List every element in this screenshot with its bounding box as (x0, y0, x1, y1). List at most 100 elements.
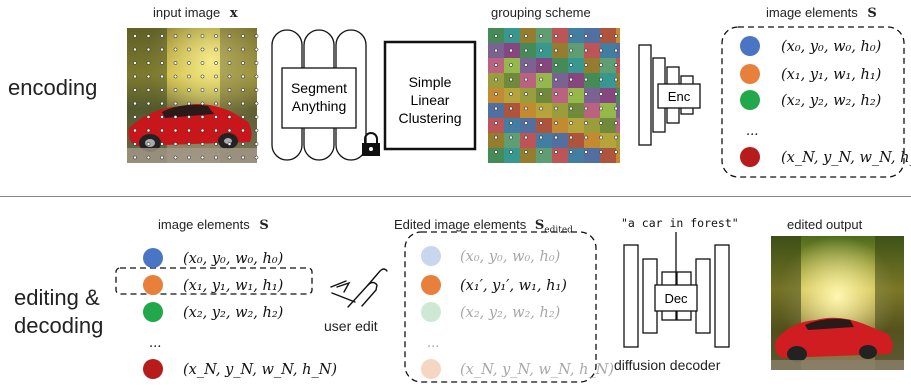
grid-point (599, 48, 603, 53)
top-element-label-0: (x₀, y₀, w₀, h₀) (781, 39, 881, 55)
input-symbol: x (229, 6, 238, 21)
grid-point (599, 77, 603, 82)
grid-point (614, 34, 618, 38)
superpixel (504, 118, 520, 133)
superpixel (520, 133, 536, 148)
superpixel (520, 28, 536, 43)
superpixel (520, 43, 536, 58)
edited-elements-box (404, 231, 597, 383)
enc-label: Enc (668, 89, 691, 104)
grid-point (584, 135, 588, 140)
grid-point (509, 92, 513, 96)
grid-point (539, 77, 543, 82)
row-label-decoding: decoding (14, 313, 104, 338)
caption-edited-output: edited output (787, 217, 863, 232)
grid-point (614, 92, 618, 96)
superpixel (568, 43, 584, 58)
edited-element-label-1: (x₁′, y₁′, w₁, h₁) (460, 278, 567, 294)
grid-point (524, 34, 528, 38)
grid-point (569, 77, 573, 82)
encoder-block (638, 44, 701, 146)
grid-point (599, 121, 603, 125)
top-element-label-1: (x₁, y₁, w₁, h₁) (781, 67, 881, 83)
grid-point (539, 92, 543, 96)
superpixel (504, 103, 520, 118)
grid-point (584, 77, 588, 82)
grouping-scheme-image (488, 28, 620, 163)
grid-point (509, 150, 513, 154)
edited-output-image (771, 236, 904, 370)
superpixel (584, 88, 600, 103)
superpixel (584, 133, 600, 148)
caption-image-elements-top: image elements S (766, 5, 877, 21)
superpixel (600, 43, 616, 58)
top-element-dot-0 (740, 36, 760, 56)
superpixel (584, 43, 600, 58)
grid-point (599, 135, 603, 140)
grid-point (554, 92, 558, 96)
grid-point (524, 106, 528, 111)
bottom-element-dot-2 (143, 302, 163, 322)
grid-point (494, 150, 498, 154)
grid-point (539, 34, 543, 38)
superpixel (616, 88, 620, 103)
grid-point (614, 106, 618, 111)
edited-element-label-3: ... (427, 336, 439, 351)
superpixel (600, 118, 616, 133)
grid-point (509, 63, 513, 67)
superpixel (536, 43, 552, 58)
grid-point (539, 63, 543, 67)
grid-point (509, 34, 513, 38)
grid-point (584, 48, 588, 53)
grid-point (524, 77, 528, 82)
superpixel (600, 28, 616, 43)
superpixel (488, 118, 504, 133)
row-label-encoding: encoding (8, 75, 98, 100)
superpixel (616, 43, 620, 58)
slic-line1: Simple (409, 74, 452, 90)
edited-element-label-4: (x_N, y_N, w_N, h_N) (460, 362, 614, 378)
bottom-element-label-2: (x₂, y₂, w₂, h₂) (183, 305, 283, 321)
grid-point (614, 63, 618, 67)
grid-point (554, 77, 558, 82)
edited-element-dot-2 (421, 302, 441, 322)
grid-point (524, 135, 528, 140)
superpixel (520, 58, 536, 73)
superpixel (568, 28, 584, 43)
superpixel (520, 118, 536, 133)
superpixel (568, 58, 584, 73)
grid-point (539, 106, 543, 111)
grid-point (539, 150, 543, 154)
superpixel (600, 103, 616, 118)
grid-point (554, 135, 558, 140)
caption-input-image: input image x (153, 5, 238, 21)
bottom-element-dot-1 (143, 275, 163, 295)
superpixel (616, 28, 620, 43)
top-element-label-3: ... (746, 124, 758, 139)
superpixel (600, 88, 616, 103)
bottom-element-dot-4 (143, 359, 163, 379)
grid-point (569, 63, 573, 67)
elements-symbol-bottom: S (259, 218, 269, 233)
grid-point (539, 121, 543, 125)
grid-point (584, 92, 588, 96)
grid-point (569, 34, 573, 38)
grid-point (614, 135, 618, 140)
superpixel (584, 118, 600, 133)
image-elements-box-top (721, 26, 905, 178)
grid-point (509, 135, 513, 140)
grid-point (599, 34, 603, 38)
superpixel (552, 58, 568, 73)
prompt-text: "a car in forest" (621, 216, 739, 230)
grid-point (599, 92, 603, 96)
superpixel (552, 43, 568, 58)
superpixel (616, 148, 620, 163)
caption-diffusion-decoder: diffusion decoder (614, 357, 721, 373)
top-element-dot-1 (740, 64, 760, 84)
superpixel (536, 133, 552, 148)
grid-point (569, 121, 573, 125)
superpixel (488, 148, 504, 163)
selected-element-highlight (115, 267, 313, 295)
superpixel (568, 88, 584, 103)
grid-point (584, 63, 588, 67)
